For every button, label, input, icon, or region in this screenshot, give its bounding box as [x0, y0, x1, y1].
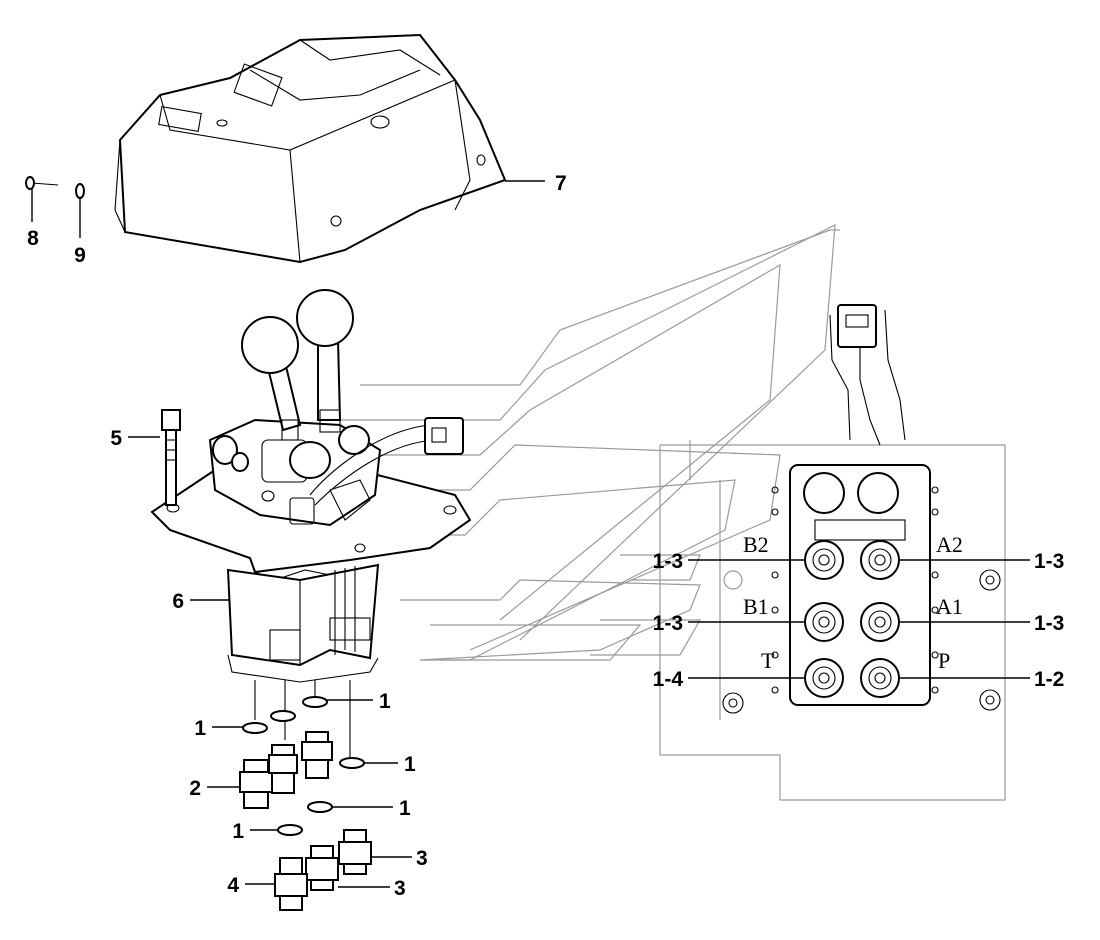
- callout-5: 5: [110, 427, 122, 450]
- callout-8: 8: [27, 227, 39, 250]
- callout-labels: 7 8 9 5 6 1 1 1 1 1 2 3 3 4 1-3 1-3 1-3 …: [27, 172, 1064, 900]
- fitting-2c: [301, 731, 333, 779]
- port-fitting-a2: [860, 540, 900, 580]
- port-label-p: P: [938, 648, 950, 673]
- port-fitting-b2: [804, 540, 844, 580]
- callout-7: 7: [555, 172, 567, 195]
- screw-8: [25, 176, 59, 190]
- port-fitting-t: [804, 658, 844, 698]
- callout-1-right-lower: 1: [399, 797, 411, 820]
- fitting-2a: [239, 759, 273, 809]
- callout-1-right-upper: 1: [379, 690, 391, 713]
- callout-1-4-t: 1-4: [653, 668, 684, 691]
- callout-1-2-p: 1-2: [1034, 668, 1064, 691]
- leader-lines: [31, 180, 1030, 888]
- fitting-4: [274, 857, 308, 911]
- port-label-t: T: [761, 648, 775, 673]
- callout-3-lower: 3: [394, 877, 406, 900]
- fitting-2b: [268, 744, 298, 794]
- port-label-b2: B2: [743, 532, 769, 557]
- port-labels: B2 A2 B1 A1 T P: [743, 532, 963, 673]
- callout-6: 6: [172, 590, 184, 613]
- valve-port-block: [722, 304, 1001, 714]
- port-label-b1: B1: [743, 594, 769, 619]
- port-label-a2: A2: [936, 532, 963, 557]
- o-ring-seals: [242, 696, 365, 836]
- cover-housing: [114, 33, 507, 264]
- port-fitting-b1: [804, 602, 844, 642]
- callout-1-right-middle: 1: [404, 753, 416, 776]
- callout-3-upper: 3: [416, 847, 428, 870]
- hydraulic-fittings: [239, 731, 372, 911]
- fitting-3a: [338, 829, 372, 875]
- washer-9: [75, 183, 85, 199]
- callout-1-3-a1: 1-3: [1034, 612, 1064, 635]
- callout-1-3-a2: 1-3: [1034, 550, 1064, 573]
- port-fitting-p: [860, 658, 900, 698]
- callout-4: 4: [227, 874, 239, 897]
- fitting-3b: [305, 845, 339, 891]
- callout-2: 2: [189, 777, 201, 800]
- port-label-a1: A1: [936, 594, 963, 619]
- callout-9: 9: [74, 244, 86, 267]
- callout-1-left-lower: 1: [232, 820, 244, 843]
- joystick-valve-assembly: [150, 289, 472, 760]
- port-fitting-a1: [860, 602, 900, 642]
- callout-1-left-upper: 1: [194, 717, 206, 740]
- callout-1-3-b2: 1-3: [653, 550, 683, 573]
- callout-1-3-b1: 1-3: [653, 612, 683, 635]
